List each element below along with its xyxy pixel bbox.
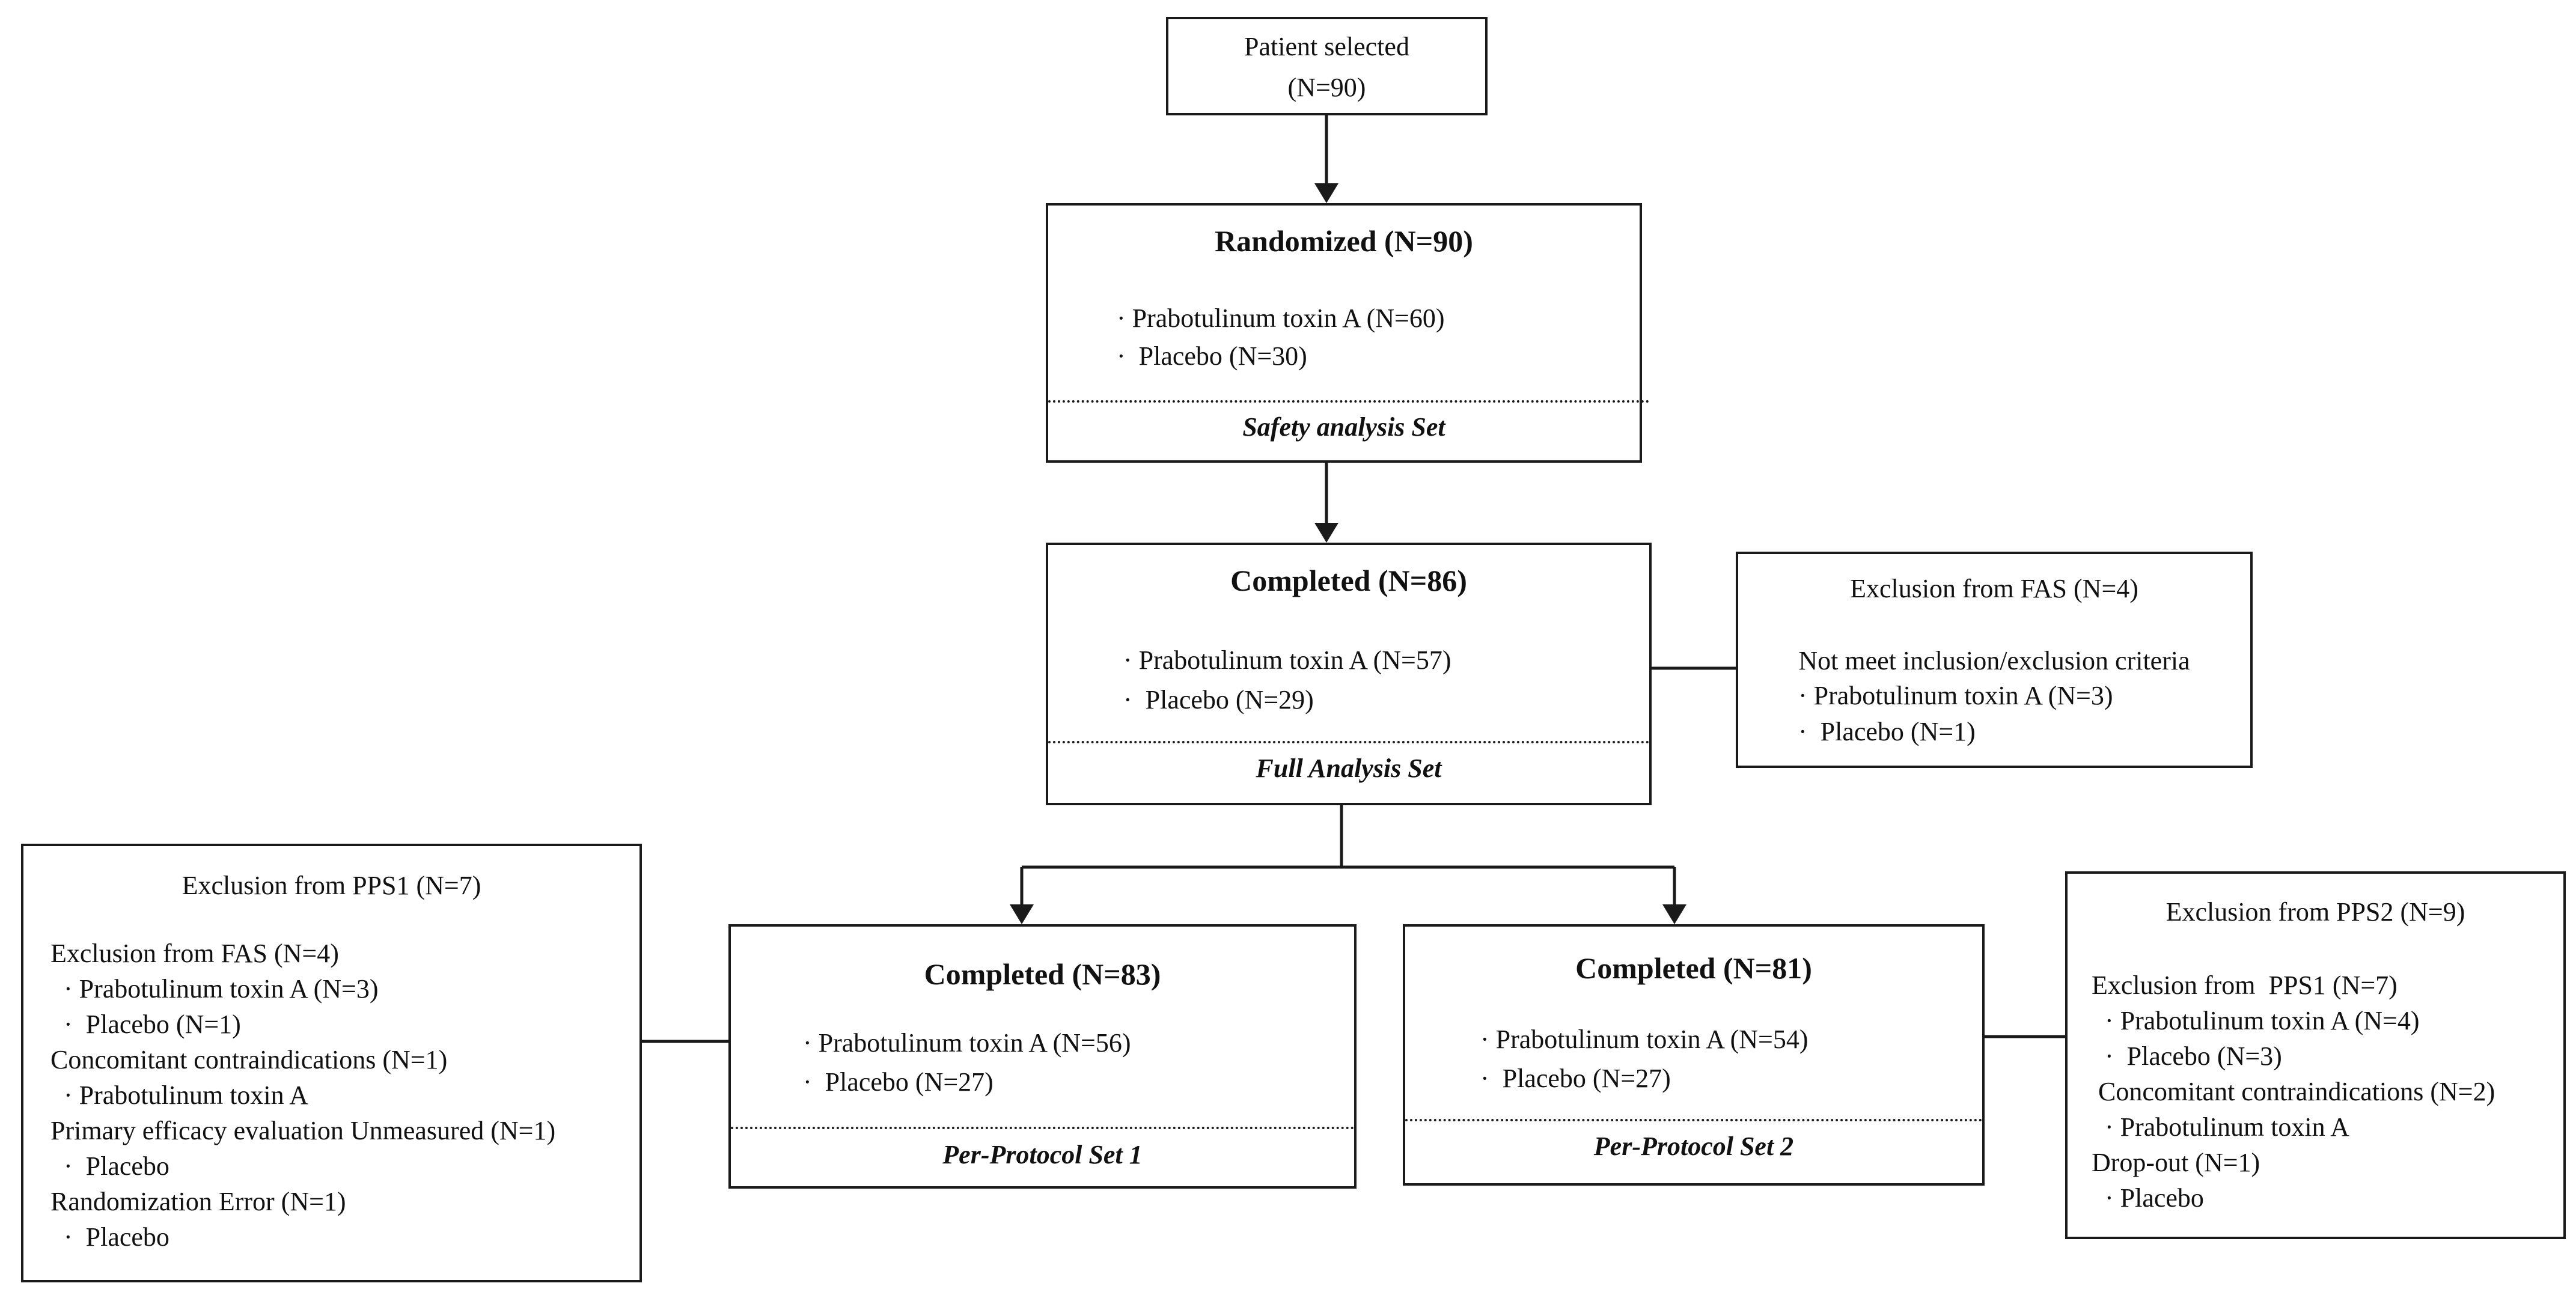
completed-pps2-title: Completed (N=81): [1575, 951, 1812, 985]
exclusion-pps1-line-1: Exclusion from FAS (N=4): [50, 939, 339, 968]
arrowhead-fas: [1314, 523, 1338, 543]
exclusion-pps1-title: Exclusion from PPS1 (N=7): [182, 871, 481, 900]
exclusion-pps1-line-2: · Prabotulinum toxin A (N=3): [50, 974, 379, 1004]
completed-pps1-item-toxin: · Prabotulinum toxin A (N=56): [803, 1028, 1131, 1058]
randomized-title: Randomized (N=90): [1215, 224, 1473, 258]
exclusion-pps1-line-5: · Prabotulinum toxin A: [50, 1080, 308, 1110]
exclusion-pps1-line-7: · Placebo: [50, 1151, 169, 1181]
exclusion-pps2-line-1: Exclusion from PPS1 (N=7): [2092, 970, 2397, 1000]
completed-pps1-title: Completed (N=83): [924, 957, 1161, 991]
completed-fas-box: Completed (N=86) · Prabotulinum toxin A …: [1046, 543, 1652, 805]
exclusion-fas-item-placebo: · Placebo (N=1): [1798, 717, 1976, 746]
completed-pps2-item-placebo: · Placebo (N=27): [1480, 1064, 1671, 1093]
exclusion-pps1-box: Exclusion from PPS1 (N=7) Exclusion from…: [21, 844, 642, 1282]
randomized-item-toxin: · Prabotulinum toxin A (N=60): [1117, 303, 1445, 333]
exclusion-fas-box: Exclusion from FAS (N=4) Not meet inclus…: [1736, 552, 2253, 768]
randomized-box: Randomized (N=90) · Prabotulinum toxin A…: [1046, 203, 1649, 463]
exclusion-pps1-line-4: Concomitant contraindications (N=1): [50, 1045, 448, 1074]
exclusion-pps2-line-6: Drop-out (N=1): [2092, 1148, 2260, 1177]
completed-pps2-divider: [1405, 1119, 1982, 1121]
completed-pps2-item-toxin: · Prabotulinum toxin A (N=54): [1480, 1025, 1808, 1054]
per-protocol-set-2-label: Per-Protocol Set 2: [1593, 1132, 1794, 1161]
per-protocol-set-1-label: Per-Protocol Set 1: [942, 1140, 1143, 1169]
patient-selected-title: Patient selected: [1244, 32, 1409, 61]
arrowhead-randomized: [1314, 183, 1338, 203]
patient-selected-count: (N=90): [1287, 73, 1366, 102]
exclusion-pps2-line-4: Concomitant contraindications (N=2): [2092, 1077, 2495, 1106]
completed-fas-item-toxin: · Prabotulinum toxin A (N=57): [1123, 645, 1451, 675]
exclusion-pps1-line-6: Primary efficacy evaluation Unmeasured (…: [50, 1116, 556, 1145]
exclusion-fas-item-toxin: · Prabotulinum toxin A (N=3): [1798, 681, 2113, 710]
exclusion-pps2-box: Exclusion from PPS2 (N=9) Exclusion from…: [2065, 871, 2566, 1239]
completed-fas-title: Completed (N=86): [1230, 564, 1467, 597]
exclusion-fas-title: Exclusion from FAS (N=4): [1850, 574, 2138, 603]
exclusion-pps2-title: Exclusion from PPS2 (N=9): [2165, 897, 2465, 927]
completed-pps1-divider: [731, 1127, 1354, 1129]
exclusion-pps2-line-5: · Prabotulinum toxin A: [2092, 1112, 2349, 1142]
exclusion-pps1-line-8: Randomization Error (N=1): [50, 1187, 346, 1216]
completed-pps1-box: Completed (N=83) · Prabotulinum toxin A …: [728, 924, 1357, 1189]
completed-fas-divider: [1048, 741, 1649, 743]
safety-analysis-set-label: Safety analysis Set: [1242, 412, 1445, 442]
exclusion-pps2-line-3: · Placebo (N=3): [2092, 1041, 2282, 1071]
full-analysis-set-label: Full Analysis Set: [1256, 754, 1442, 783]
exclusion-pps1-line-3: · Placebo (N=1): [50, 1010, 241, 1039]
completed-pps2-box: Completed (N=81) · Prabotulinum toxin A …: [1403, 924, 1985, 1186]
patient-selected-box: Patient selected (N=90): [1166, 17, 1488, 115]
randomized-item-placebo: · Placebo (N=30): [1117, 341, 1307, 371]
exclusion-pps2-line-7: · Placebo: [2092, 1183, 2204, 1213]
exclusion-fas-reason: Not meet inclusion/exclusion criteria: [1798, 646, 2190, 675]
exclusion-pps1-line-9: · Placebo: [50, 1222, 169, 1252]
randomized-divider: [1048, 400, 1649, 403]
arrowhead-pps1: [1010, 904, 1034, 924]
arrowhead-pps2: [1662, 904, 1686, 924]
completed-pps1-item-placebo: · Placebo (N=27): [803, 1067, 993, 1097]
exclusion-pps2-line-2: · Prabotulinum toxin A (N=4): [2092, 1006, 2420, 1035]
completed-fas-item-placebo: · Placebo (N=29): [1123, 685, 1314, 714]
